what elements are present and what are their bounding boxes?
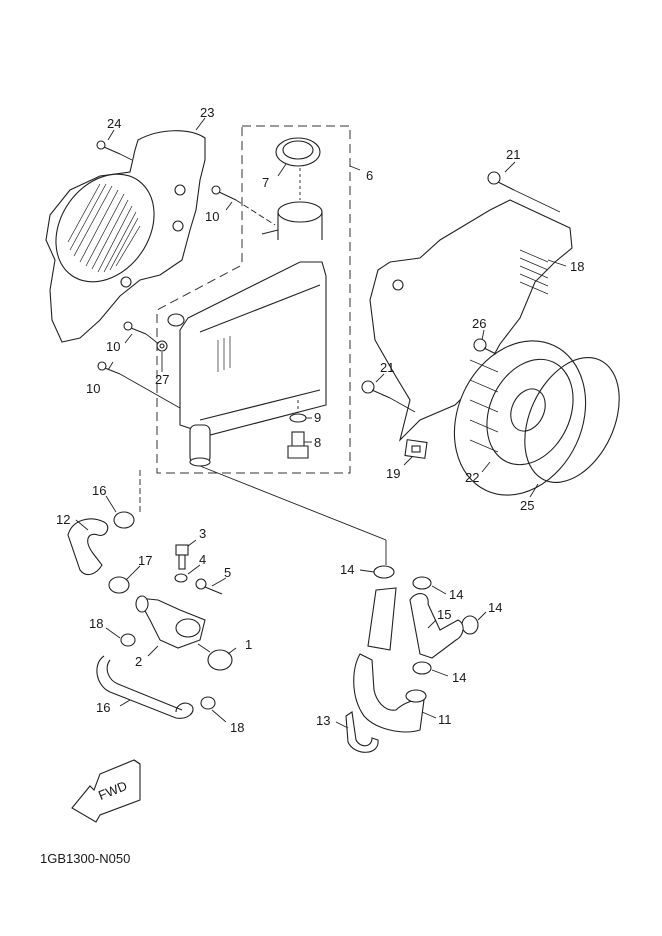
leader-lines <box>75 117 567 729</box>
thermostat-1[interactable] <box>197 643 233 671</box>
callout-21-lower[interactable]: 21 <box>380 360 395 375</box>
callout-27[interactable]: 27 <box>155 372 170 387</box>
radiator-assembly-outline <box>156 125 351 474</box>
callout-6[interactable]: 6 <box>366 168 374 183</box>
damper-20[interactable] <box>404 439 428 459</box>
collar-27[interactable] <box>156 340 168 352</box>
screw-5[interactable] <box>195 578 223 595</box>
callout-8[interactable]: 8 <box>314 435 322 450</box>
callout-11[interactable]: 11 <box>438 712 452 727</box>
callout-18-upper[interactable]: 18 <box>89 616 104 631</box>
callout-24[interactable]: 22 <box>465 470 480 485</box>
callout-14-b[interactable]: 14 <box>449 587 464 602</box>
callout-25[interactable]: 25 <box>520 498 535 513</box>
diagram-code: 1GB1300-N050 <box>40 851 131 866</box>
fan-cover[interactable] <box>369 199 573 442</box>
hose-17[interactable] <box>96 655 194 719</box>
hose-clamp-14-b[interactable] <box>412 576 432 590</box>
hose-upper-straight[interactable] <box>367 587 397 651</box>
callout-10-lower[interactable]: 10 <box>86 381 101 396</box>
hose-15[interactable] <box>409 593 464 659</box>
bolt-3[interactable] <box>175 544 189 570</box>
hose-12[interactable] <box>67 518 109 576</box>
callout-23[interactable]: 24 <box>107 116 122 131</box>
callout-16-upper[interactable]: 16 <box>92 483 107 498</box>
fan-housing[interactable] <box>430 319 610 516</box>
callout-4[interactable]: 4 <box>199 552 207 567</box>
hose-clamp-14-c[interactable] <box>461 615 479 635</box>
clip-18-upper[interactable] <box>120 633 136 647</box>
callout-14-c[interactable]: 14 <box>488 600 503 615</box>
bolt-21-lower[interactable] <box>361 380 416 413</box>
drain-bolt-8[interactable] <box>287 431 309 459</box>
radiator-cap[interactable] <box>275 137 321 200</box>
callout-9[interactable]: 9 <box>314 410 322 425</box>
hose-clamp-14-d[interactable] <box>412 661 432 675</box>
callout-14-d[interactable]: 14 <box>452 670 467 685</box>
callout-5[interactable]: 5 <box>224 565 232 580</box>
callout-1[interactable]: 1 <box>245 637 253 652</box>
callout-2[interactable]: 2 <box>135 654 143 669</box>
callout-19[interactable]: 18 <box>570 259 585 274</box>
screw-10-upper[interactable] <box>211 185 276 226</box>
routing-line <box>199 465 387 541</box>
screw-10-middle[interactable] <box>123 321 161 346</box>
hose-clamp-14-a[interactable] <box>373 565 395 579</box>
hose-11[interactable] <box>353 653 427 733</box>
callout-26[interactable]: 26 <box>472 316 487 331</box>
seal-ring-25[interactable] <box>506 342 638 497</box>
callout-17[interactable]: 16 <box>96 700 111 715</box>
callout-7[interactable]: 7 <box>262 175 270 190</box>
fwd-arrow-icon <box>71 759 141 823</box>
callout-3[interactable]: 3 <box>199 526 207 541</box>
callout-22[interactable]: 23 <box>200 105 215 120</box>
callout-18-lower[interactable]: 18 <box>230 720 245 735</box>
callout-10-middle[interactable]: 10 <box>106 339 121 354</box>
screw-23[interactable] <box>96 140 133 161</box>
hose-clamp-16-upper[interactable] <box>113 511 135 529</box>
callout-16-lower[interactable]: 17 <box>138 553 153 568</box>
bolt-21-upper[interactable] <box>487 171 561 213</box>
callout-21-upper[interactable]: 21 <box>506 147 521 162</box>
bolt-26[interactable] <box>473 338 497 355</box>
washer-4[interactable] <box>174 573 188 583</box>
hose-clamp-16-lower[interactable] <box>108 576 130 594</box>
callout-15[interactable]: 15 <box>437 607 452 622</box>
bracket-13[interactable] <box>345 711 379 753</box>
callout-12[interactable]: 12 <box>56 512 71 527</box>
callout-14-a[interactable]: 14 <box>340 562 355 577</box>
clip-18-lower[interactable] <box>200 696 216 710</box>
radiator[interactable] <box>167 201 327 467</box>
screw-10-lower[interactable] <box>97 361 181 409</box>
callout-13[interactable]: 13 <box>316 713 331 728</box>
thermostat-housing[interactable] <box>135 595 206 649</box>
callout-10-upper[interactable]: 10 <box>205 209 220 224</box>
radiator-shroud[interactable] <box>36 130 206 343</box>
callout-20[interactable]: 19 <box>386 466 401 481</box>
